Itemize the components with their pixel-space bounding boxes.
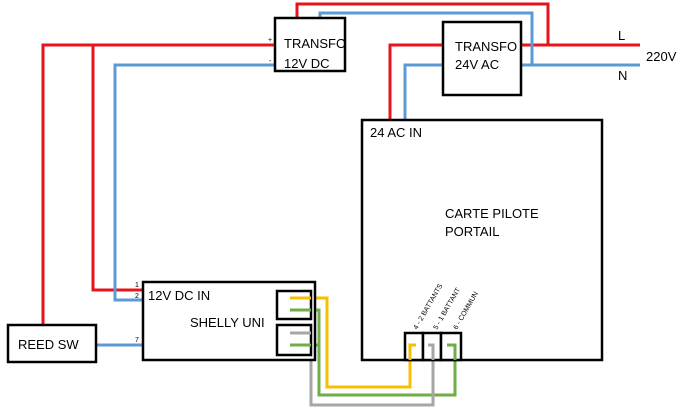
shelly-uni-title: SHELLY UNI [190, 315, 265, 330]
transfo-12v-title: TRANSFO [284, 36, 346, 51]
shelly-output-1-block [275, 289, 313, 321]
transfo-24v-box [441, 20, 523, 97]
shelly-terminal-2-label: 2 [135, 293, 139, 300]
yellow-wire-end [408, 343, 416, 360]
shelly-terminal-7-label: 7 [135, 337, 139, 344]
mains-live-label: L [618, 28, 625, 43]
signal-wire-ends [290, 296, 457, 360]
transfo-12v-minus-label: - [269, 58, 272, 65]
carte-pilote-subtitle: PORTAIL [445, 224, 499, 239]
neutral-12v-minus-wire [113, 63, 275, 302]
transfo-24v-subtitle: 24V AC [455, 57, 499, 72]
carte-pilote-title: CARTE PILOTE [445, 206, 539, 221]
live-wires [41, 2, 640, 325]
live-24ac-wire [388, 43, 443, 120]
neutral-main-wire [318, 11, 640, 67]
neutral-wires [96, 11, 640, 347]
live-12v-plus-wire [41, 43, 275, 325]
green-wire-end [447, 343, 457, 360]
mains-neutral-label: N [618, 68, 627, 83]
shelly-output-2-block [275, 323, 313, 357]
neutral-24ac-wire [403, 63, 443, 120]
shelly-terminal-1-label: 1 [135, 282, 139, 289]
live-shelly-1-wire [91, 45, 143, 292]
reed-switch-box [6, 323, 98, 364]
carte-pilote-box [360, 118, 604, 362]
transfo-12v-box [273, 16, 347, 73]
live-main-wire [295, 2, 640, 47]
transfo-12v-plus-label: + [268, 37, 272, 44]
reed-switch-label: REED SW [18, 337, 79, 352]
shelly-12v-in-label: 12V DC IN [148, 288, 210, 303]
transfo-24v-title: TRANSFO [455, 39, 517, 54]
transfo-12v-subtitle: 12V DC [284, 56, 330, 71]
mains-voltage-label: 220V [646, 49, 677, 64]
carte-24ac-in-label: 24 AC IN [370, 125, 422, 140]
grey-wire-end [428, 343, 435, 360]
